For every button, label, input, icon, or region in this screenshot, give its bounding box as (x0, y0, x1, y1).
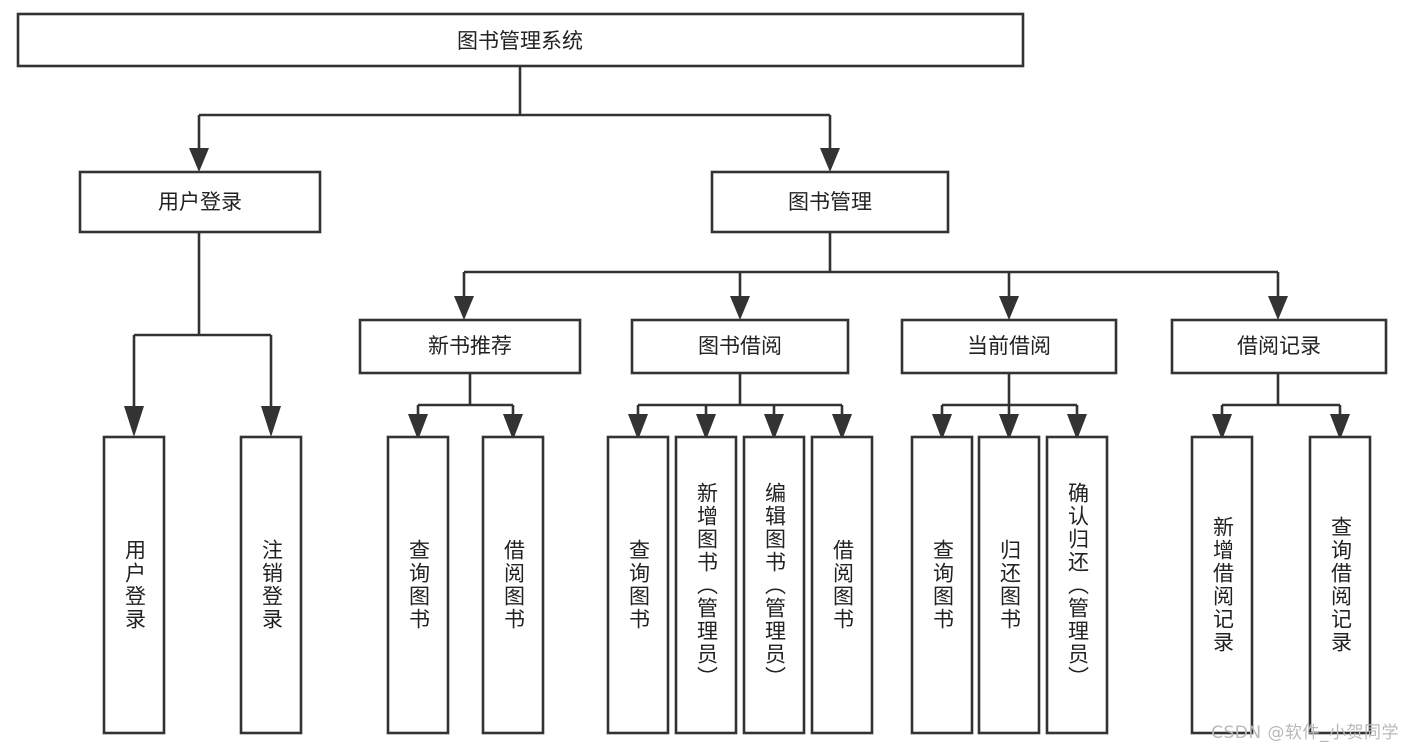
arrow-to-leaf-add-book-admin (696, 414, 716, 440)
node-book-manage[interactable] (710, 170, 950, 234)
node-leaf-confirm-return-admin[interactable] (1045, 435, 1109, 735)
arrow-to-leaf-query-book-2 (628, 414, 648, 440)
arrow-to-leaf-confirm-return-admin (1067, 414, 1087, 440)
arrow-to-current-borrow (999, 296, 1019, 320)
arrow-to-user-login (189, 148, 209, 172)
node-leaf-query-book-2[interactable] (606, 435, 670, 735)
node-root-label: 图书管理系统 (457, 29, 583, 53)
node-leaf-query-book-3[interactable] (910, 435, 974, 735)
node-leaf-edit-book-admin[interactable] (742, 435, 806, 735)
arrow-to-book-manage (820, 148, 840, 172)
arrow-to-book-borrow (730, 296, 750, 320)
arrow-to-leaf-borrow-book-1 (503, 414, 523, 440)
node-leaf-query-borrow-record[interactable] (1308, 435, 1372, 735)
node-current-borrow[interactable] (900, 318, 1118, 375)
node-book-borrow-label: 图书借阅 (698, 334, 782, 358)
node-leaf-borrow-book-2[interactable] (810, 435, 874, 735)
node-leaf-add-book-admin[interactable] (674, 435, 738, 735)
node-user-login[interactable] (78, 170, 322, 234)
node-root[interactable] (16, 12, 1025, 68)
node-book-borrow[interactable] (630, 318, 850, 375)
node-user-login-label: 用户登录 (158, 190, 242, 214)
node-new-book-recommend-label: 新书推荐 (428, 334, 512, 358)
node-borrow-record[interactable] (1170, 318, 1388, 375)
arrow-to-leaf-logout-login (261, 406, 281, 437)
node-leaf-return-book[interactable] (977, 435, 1041, 735)
arrow-to-leaf-query-book-3 (932, 414, 952, 440)
node-leaf-add-borrow-record[interactable] (1190, 435, 1254, 735)
node-leaf-user-login[interactable] (102, 435, 166, 735)
arrow-to-leaf-return-book (999, 414, 1019, 440)
arrow-to-leaf-query-book-1 (408, 414, 428, 440)
arrow-to-leaf-query-borrow-record (1330, 414, 1350, 440)
node-leaf-logout-login[interactable] (239, 435, 303, 735)
arrow-to-leaf-edit-book-admin (764, 414, 784, 440)
node-current-borrow-label: 当前借阅 (967, 334, 1051, 358)
node-new-book-recommend[interactable] (358, 318, 582, 375)
arrow-to-leaf-borrow-book-2 (832, 414, 852, 440)
node-leaf-query-book-1[interactable] (386, 435, 450, 735)
nodes-layer: 图书管理系统 用户登录 图书管理 新书推荐 图书借阅 当前借阅 借阅记录 (16, 12, 1388, 735)
node-book-manage-label: 图书管理 (788, 190, 872, 214)
arrow-to-leaf-user-login (124, 406, 144, 437)
arrowheads-layer (124, 148, 1350, 440)
node-leaf-borrow-book-1[interactable] (481, 435, 545, 735)
arrow-to-new-book-recommend (454, 296, 474, 320)
node-borrow-record-label: 借阅记录 (1237, 334, 1321, 358)
arrow-to-borrow-record (1268, 296, 1288, 320)
csdn-watermark: CSDN @软件_小贺同学 (1211, 723, 1399, 743)
arrow-to-leaf-add-borrow-record (1212, 414, 1232, 440)
